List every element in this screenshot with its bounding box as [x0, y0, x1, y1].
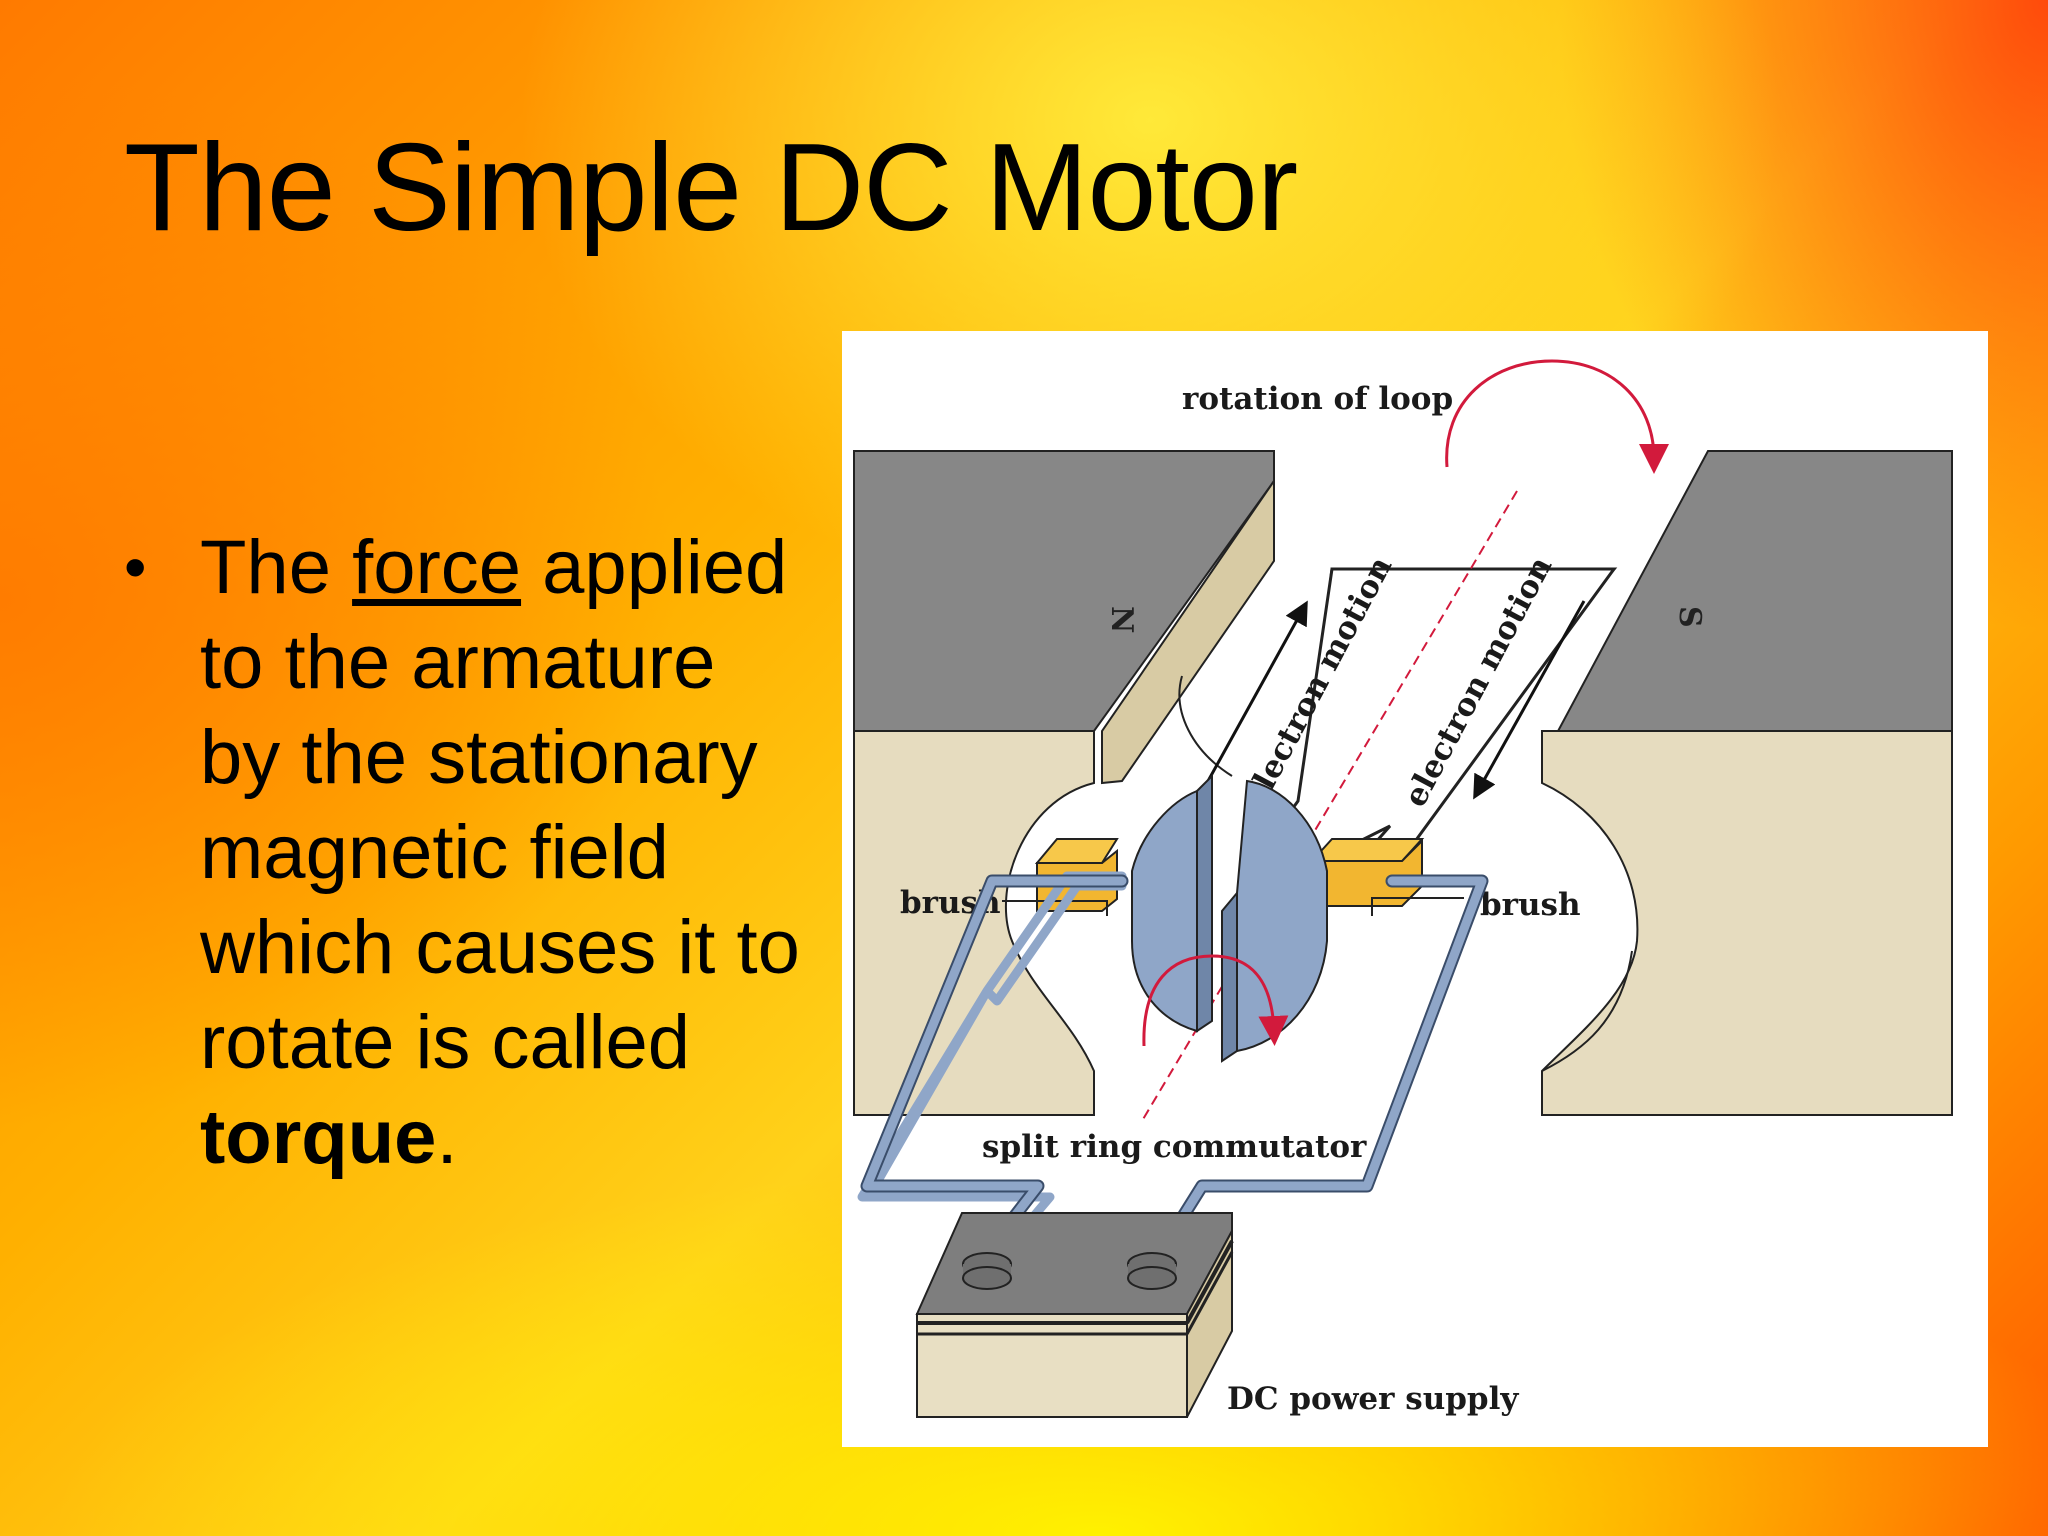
bullet-text-part-2: applied to the armature by the stationar… [200, 525, 800, 1085]
right-brush-top [1309, 838, 1425, 862]
motor-diagram-svg: N S electron motion electron motion rota… [853, 359, 1953, 1418]
commutator-half-left-edge [1196, 773, 1213, 1033]
commutator-half-right-edge [1221, 890, 1238, 1063]
left-brush-top [1034, 838, 1119, 864]
north-magnet-top [853, 450, 1275, 732]
south-magnet: S [1541, 450, 1953, 1116]
bullet-dot: • [124, 531, 147, 603]
right-brush-leader [1371, 897, 1464, 916]
electron-arrow-left [1195, 600, 1308, 802]
slide-title: The Simple DC Motor [124, 119, 1298, 257]
bullet-text: The force applied to the armature by the… [200, 520, 804, 1185]
north-pole-curve [1178, 675, 1233, 777]
rotation-of-loop-arrow [1445, 359, 1669, 474]
split-ring-commutator [1131, 773, 1328, 1063]
battery-stripe-4 [1185, 1251, 1234, 1335]
battery-terminal-left-base [962, 1266, 1012, 1290]
bullet-text-part-3: . [436, 1095, 458, 1180]
battery-terminal-right-base [1127, 1266, 1177, 1290]
battery-front [916, 1313, 1188, 1418]
electron-arrow-right [1473, 600, 1586, 800]
south-magnet-top [1541, 450, 1953, 762]
north-pole-label: N [1104, 606, 1139, 633]
term-force: force [352, 525, 522, 610]
dc-power-supply-label: DC power supply [1227, 1381, 1519, 1417]
north-magnet-pole-side [1101, 451, 1275, 785]
battery-stripe-3 [1185, 1240, 1234, 1324]
south-magnet-face [1541, 730, 1953, 1116]
battery-side [1186, 1230, 1233, 1418]
dc-motor-diagram: N S electron motion electron motion rota… [842, 331, 1988, 1447]
south-pole-label: S [1672, 606, 1707, 628]
dc-power-supply [915, 1212, 1234, 1418]
commutator-label: split ring commutator [982, 1129, 1367, 1165]
commutator-rotation-arrow [1142, 954, 1289, 1047]
rotation-of-loop-label: rotation of loop [1182, 381, 1453, 417]
commutator-half-left [1131, 789, 1198, 1033]
term-torque: torque [200, 1095, 437, 1180]
left-brush-leader [1002, 900, 1108, 916]
bullet-text-part-1: The [200, 525, 353, 610]
south-pole-curve [1541, 950, 1633, 1072]
right-brush-label: brush [1480, 887, 1581, 923]
bullet-point: • The force applied to the armature by t… [124, 520, 804, 1185]
